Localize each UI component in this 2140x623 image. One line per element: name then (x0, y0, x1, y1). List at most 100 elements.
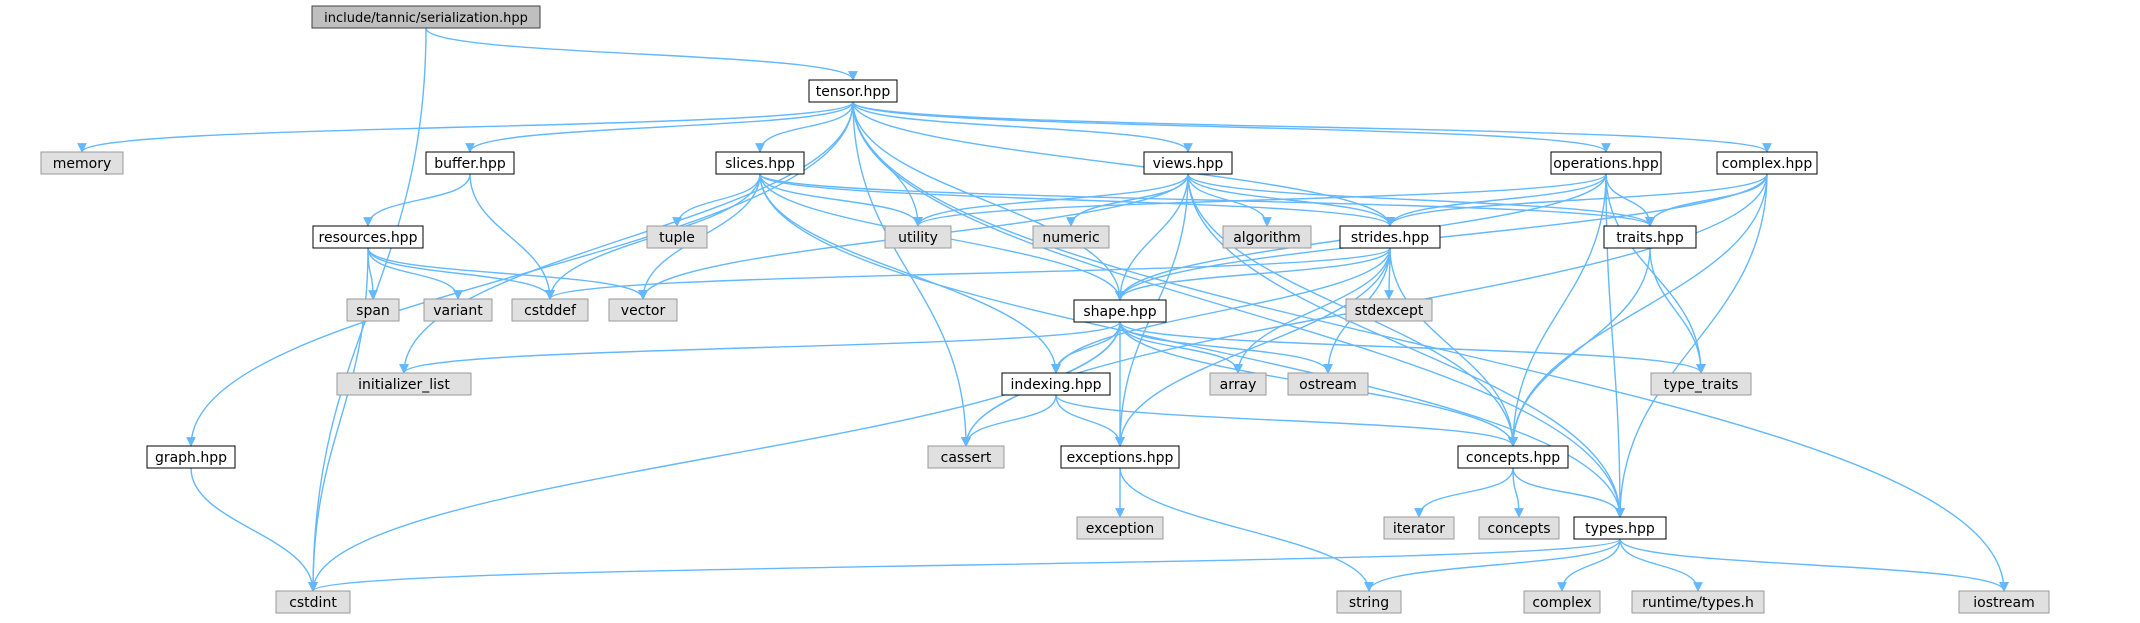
edge-types-to-string (1364, 538, 1621, 592)
node-graph[interactable]: graph.hpp (146, 445, 236, 469)
node-label-array: array (1220, 377, 1257, 393)
node-box-ostream (1287, 372, 1369, 396)
node-exception: exception (1076, 516, 1164, 540)
node-exceptions[interactable]: exceptions.hpp (1060, 445, 1180, 469)
edge-traits-to-type_traits (1649, 247, 1706, 374)
edge-resources-to-vector (367, 247, 648, 300)
node-label-strides: strides.hpp (1351, 230, 1429, 246)
edge-slices-to-indexing (759, 173, 1061, 374)
node-slices[interactable]: slices.hpp (715, 151, 805, 175)
node-label-numeric: numeric (1042, 230, 1099, 246)
node-box-root (311, 5, 541, 29)
node-label-iostream: iostream (1973, 595, 2035, 611)
edge-slices-to-utility (759, 173, 923, 227)
edge-strides-to-exceptions (1115, 247, 1391, 447)
node-operations[interactable]: operations.hpp (1550, 151, 1662, 175)
node-numeric: numeric (1032, 225, 1110, 249)
node-label-vector: vector (621, 303, 666, 319)
edge-tensor-to-graph (186, 101, 854, 447)
edge-types-to-complex_s (1557, 538, 1621, 592)
edge-shape-to-cstdint (308, 321, 1121, 592)
node-shape[interactable]: shape.hpp (1073, 299, 1167, 323)
node-label-graph: graph.hpp (155, 450, 227, 466)
edge-resources-to-cstddef (367, 247, 555, 300)
node-box-buffer (425, 151, 515, 175)
node-box-utility (884, 225, 952, 249)
edge-types-to-iostream (1619, 538, 2009, 592)
node-label-tensor: tensor.hpp (816, 84, 891, 100)
node-box-tuple (646, 225, 708, 249)
node-box-stdexcept (1345, 298, 1433, 322)
node-label-exceptions: exceptions.hpp (1067, 450, 1174, 466)
edge-views-to-algorithm (1187, 173, 1272, 227)
node-initializer_list: initializer_list (336, 372, 472, 396)
node-label-resources: resources.hpp (319, 230, 418, 246)
node-label-runtime_types: runtime/types.h (1642, 595, 1754, 611)
node-box-initializer_list (336, 372, 472, 396)
node-concepts_s: concepts (1478, 516, 1560, 540)
node-complexh[interactable]: complex.hpp (1716, 151, 1818, 175)
node-label-indexing: indexing.hpp (1010, 377, 1101, 393)
node-box-traits (1603, 225, 1697, 249)
node-box-resources (312, 225, 424, 249)
node-indexing[interactable]: indexing.hpp (1001, 372, 1111, 396)
edge-shape-to-array (1119, 321, 1243, 374)
node-label-root: include/tannic/serialization.hpp (324, 11, 528, 26)
node-label-buffer: buffer.hpp (434, 156, 506, 172)
node-tensor[interactable]: tensor.hpp (808, 79, 898, 103)
edge-tensor-to-shape (852, 101, 1125, 301)
edge-complexh-to-strides (1385, 173, 1768, 227)
node-box-concepts_s (1478, 516, 1560, 540)
node-strides[interactable]: strides.hpp (1339, 225, 1441, 249)
node-label-complexh: complex.hpp (1722, 156, 1813, 172)
node-label-operations: operations.hpp (1553, 156, 1659, 172)
node-resources[interactable]: resources.hpp (312, 225, 424, 249)
edge-strides-to-array (1233, 247, 1391, 374)
edge-complexh-to-types (1615, 173, 1768, 518)
edge-buffer-to-resources (363, 173, 471, 227)
node-box-numeric (1032, 225, 1110, 249)
node-stdexcept: stdexcept (1345, 298, 1433, 322)
node-label-concepts_s: concepts (1487, 521, 1550, 537)
node-tuple: tuple (646, 225, 708, 249)
node-traits[interactable]: traits.hpp (1603, 225, 1697, 249)
node-label-cassert: cassert (941, 450, 992, 466)
edge-slices-to-tuple (672, 173, 761, 227)
node-label-string: string (1349, 595, 1389, 611)
edge-slices-to-traits (759, 173, 1655, 227)
node-box-runtime_types (1631, 590, 1765, 614)
edge-types-to-cstdint (308, 538, 1621, 592)
node-box-type_traits (1650, 372, 1752, 396)
node-views[interactable]: views.hpp (1143, 151, 1233, 175)
node-box-span (346, 298, 400, 322)
node-box-algorithm (1222, 225, 1312, 249)
node-label-types: types.hpp (1585, 521, 1655, 537)
edge-complexh-to-traits (1645, 173, 1768, 227)
edge-exceptions-to-string (1119, 467, 1374, 592)
edge-buffer-to-cstddef (469, 173, 555, 300)
node-variant: variant (423, 298, 493, 322)
node-box-graph (146, 445, 236, 469)
node-box-operations (1550, 151, 1662, 175)
node-label-initializer_list: initializer_list (358, 377, 450, 393)
node-box-iostream (1958, 590, 2050, 614)
node-root[interactable]: include/tannic/serialization.hpp (311, 5, 541, 29)
node-box-complex_s (1523, 590, 1601, 614)
node-label-concepts_h: concepts.hpp (1466, 450, 1560, 466)
edge-root-to-tensor (425, 27, 858, 81)
edge-tensor-to-iostream (852, 101, 2009, 592)
node-label-slices: slices.hpp (725, 156, 795, 172)
node-iostream: iostream (1958, 590, 2050, 614)
node-types[interactable]: types.hpp (1573, 516, 1667, 540)
node-vector: vector (608, 298, 678, 322)
node-box-iterator (1383, 516, 1455, 540)
node-concepts_h[interactable]: concepts.hpp (1457, 445, 1569, 469)
node-box-indexing (1001, 372, 1111, 396)
node-buffer[interactable]: buffer.hpp (425, 151, 515, 175)
node-box-tensor (808, 79, 898, 103)
edge-complexh-to-concepts_h (1508, 173, 1768, 447)
edge-tensor-to-types (852, 101, 1625, 518)
edge-shape-to-initializer_list (399, 321, 1121, 374)
node-complex_s: complex (1523, 590, 1601, 614)
